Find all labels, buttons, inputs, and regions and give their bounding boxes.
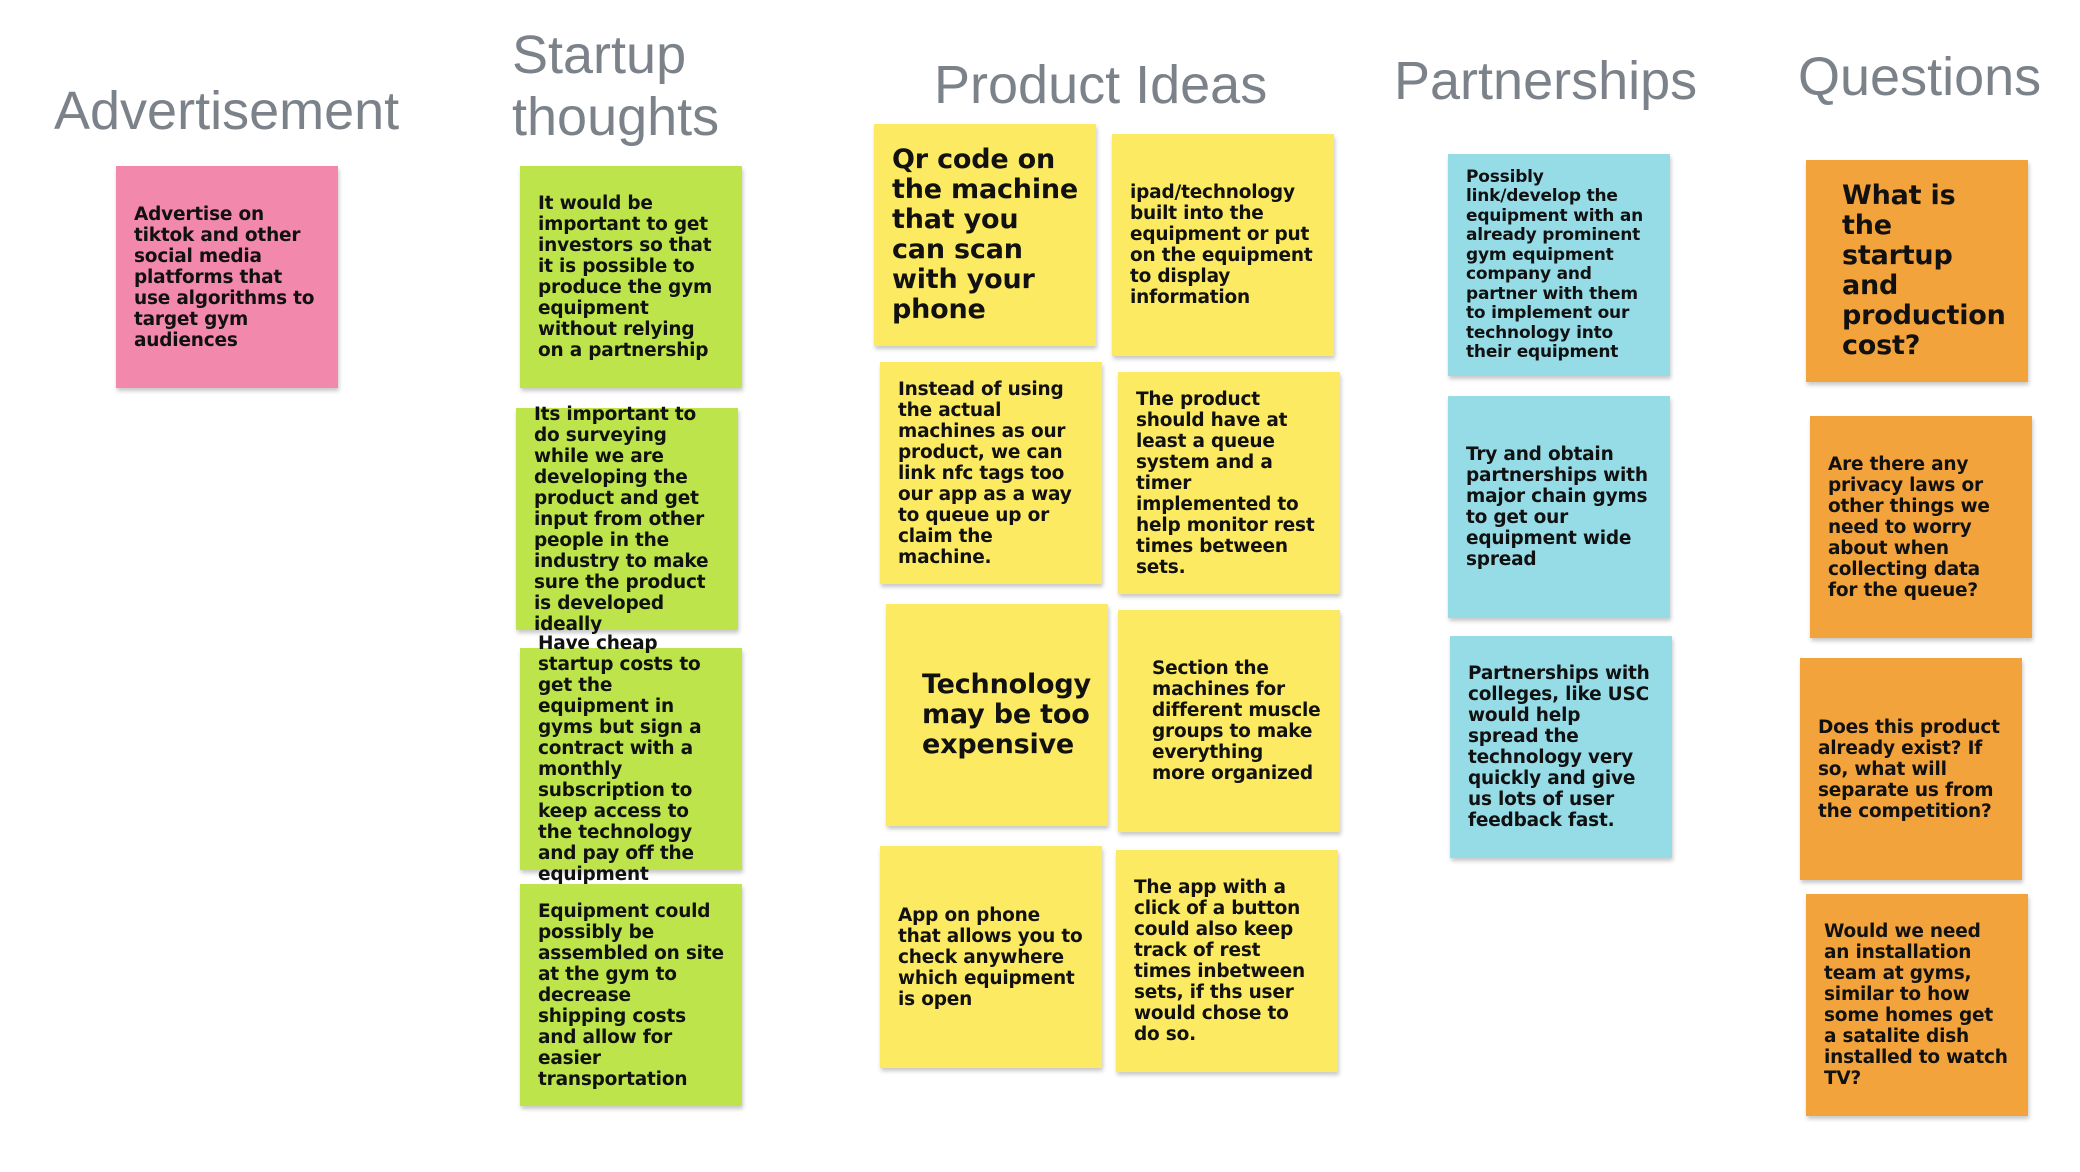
heading-partnerships: Partnerships — [1394, 51, 1698, 111]
sticky-note-product-5[interactable]: Technology may be too expensive — [886, 604, 1108, 826]
sticky-note-product-3[interactable]: Instead of using the actual machines as … — [880, 362, 1102, 584]
sticky-note-startup-4[interactable]: Equipment could possibly be assembled on… — [520, 884, 742, 1106]
sticky-note-partnership-2[interactable]: Try and obtain partnerships with major c… — [1448, 396, 1670, 618]
sticky-note-startup-1[interactable]: It would be important to get investors s… — [520, 166, 742, 388]
sticky-note-product-6[interactable]: Section the machines for different muscl… — [1118, 610, 1340, 832]
sticky-note-product-1[interactable]: Qr code on the machine that you can scan… — [874, 124, 1096, 346]
sticky-note-startup-2[interactable]: Its important to do surveying while we a… — [516, 404, 738, 635]
sticky-note-partnership-3[interactable]: Partnerships with colleges, like USC wou… — [1450, 636, 1672, 858]
sticky-note-product-8[interactable]: The app with a click of a button could a… — [1116, 850, 1338, 1072]
heading-startup-thoughts: Startup thoughts — [512, 25, 720, 147]
sticky-note-product-4[interactable]: The product should have at least a queue… — [1118, 372, 1340, 594]
sticky-note-question-1[interactable]: What is the startup and production cost? — [1806, 160, 2028, 382]
sticky-note-question-3[interactable]: Does this product already exist? If so, … — [1800, 658, 2022, 880]
sticky-note-product-2[interactable]: ipad/technology built into the equipment… — [1112, 134, 1334, 356]
heading-advertisement: Advertisement — [54, 81, 400, 141]
sticky-note-partnership-1[interactable]: Possibly link/develop the equipment with… — [1448, 154, 1670, 376]
heading-questions: Questions — [1798, 47, 2042, 107]
sticky-note-product-7[interactable]: App on phone that allows you to check an… — [880, 846, 1102, 1068]
sticky-note-question-4[interactable]: Would we need an installation team at gy… — [1806, 894, 2028, 1116]
sticky-note-advertisement-1[interactable]: Advertise on tiktok and other social med… — [116, 166, 338, 388]
sticky-note-question-2[interactable]: Are there any privacy laws or other thin… — [1810, 416, 2032, 638]
heading-product-ideas: Product Ideas — [934, 55, 1268, 115]
sticky-note-startup-3[interactable]: Have cheap startup costs to get the equi… — [520, 633, 742, 885]
